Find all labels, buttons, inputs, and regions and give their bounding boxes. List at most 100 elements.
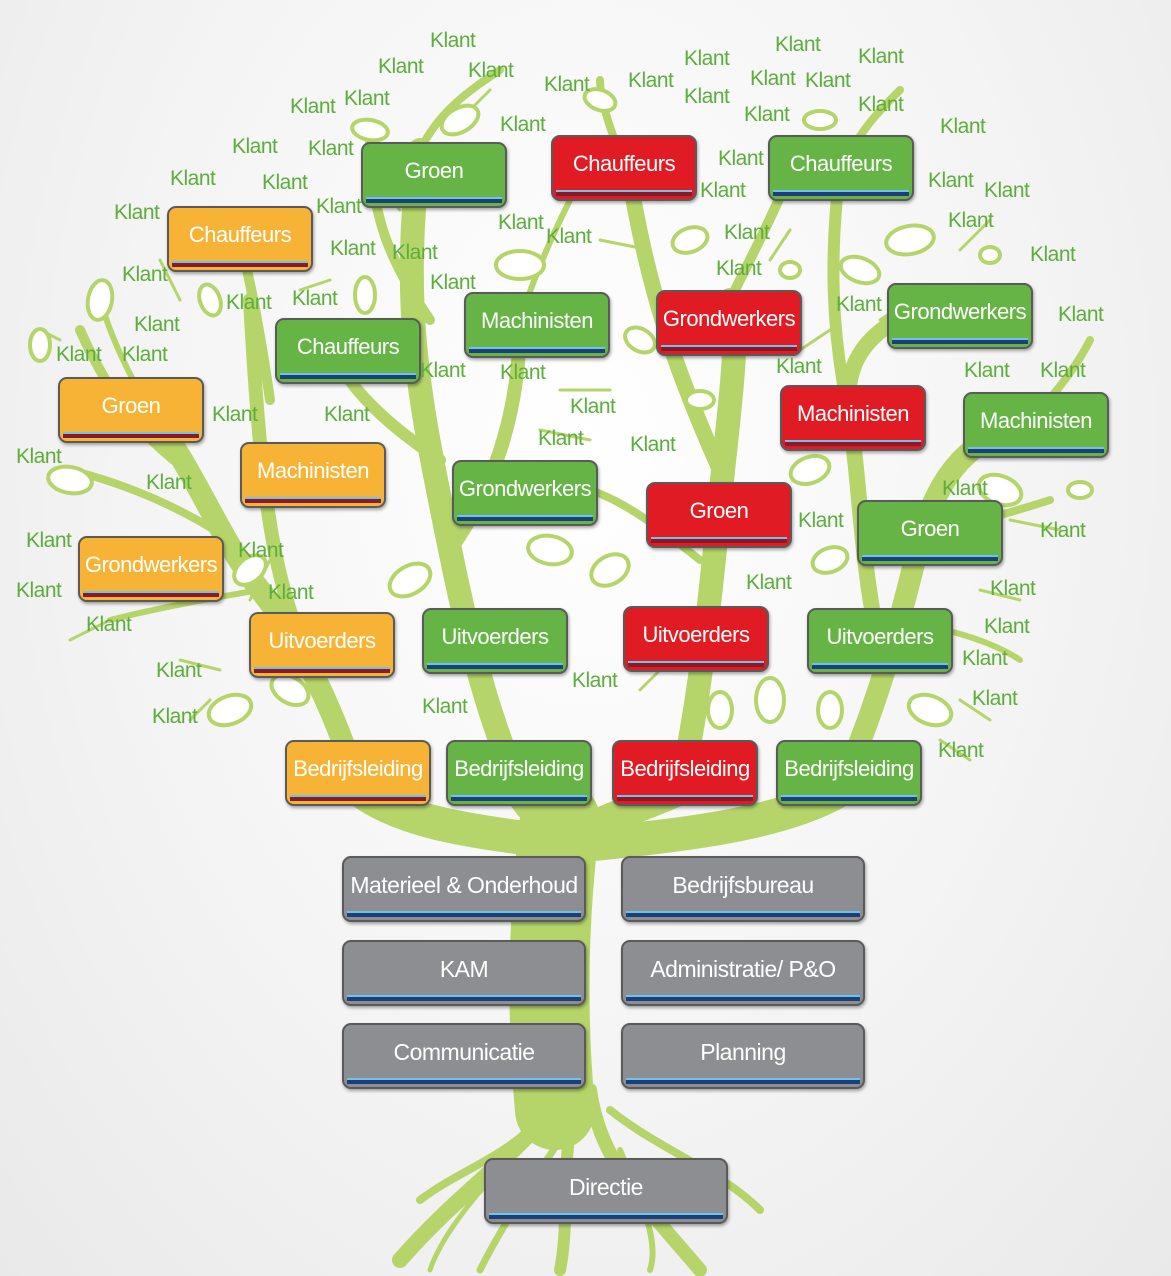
unit-label: Uitvoerders (642, 622, 750, 647)
customer-label: Klant (316, 195, 362, 218)
customer-label: Klant (964, 359, 1010, 382)
customer-label: Klant (232, 135, 278, 158)
unit-label: Grondwerkers (893, 299, 1027, 324)
unit-label: Bedrijfsleiding (293, 756, 423, 781)
green-left-machinisten-box: Machinisten (464, 292, 610, 358)
customer-label: Klant (538, 427, 584, 450)
unit-label: Chauffeurs (789, 151, 893, 176)
unit-label: Grondwerkers (662, 306, 796, 331)
customer-label: Klant (292, 287, 338, 310)
customer-label: Klant (948, 209, 994, 232)
unit-label: Machinisten (257, 458, 369, 483)
unit-label: Groen (101, 393, 161, 418)
unit-label: Chauffeurs (188, 222, 292, 247)
support-unit-label: Communicatie (393, 1038, 536, 1065)
customer-label: Klant (718, 147, 764, 170)
customer-label: Klant (422, 695, 468, 718)
customer-label: Klant (152, 705, 198, 728)
unit-label: Machinisten (980, 408, 1092, 433)
unit-label: Bedrijfsleiding (454, 756, 584, 781)
customer-label: Klant (122, 343, 168, 366)
support-unit-administratie: Administratie/ P&O (621, 940, 865, 1006)
green-left-chauffeurs-box: Chauffeurs (275, 318, 421, 384)
green-right-chauffeurs-box: Chauffeurs (768, 135, 914, 201)
customer-label: Klant (962, 647, 1008, 670)
green-right-groen-box: Groen (857, 500, 1003, 566)
customer-label: Klant (836, 293, 882, 316)
customer-label: Klant (746, 571, 792, 594)
orange-bedrijfsleiding-box: Bedrijfsleiding (285, 740, 431, 806)
red-uitvoerders-box: Uitvoerders (623, 606, 769, 672)
orange-uitvoerders-box: Uitvoerders (249, 612, 395, 678)
green-left-uitvoerders-box: Uitvoerders (422, 608, 568, 674)
green-left-grondwerkers-box: Grondwerkers (452, 460, 598, 526)
unit-label: Groen (689, 498, 749, 523)
orange-groen-box: Groen (58, 377, 204, 443)
customer-label: Klant (134, 313, 180, 336)
customer-label: Klant (1040, 359, 1086, 382)
customer-label: Klant (86, 613, 132, 636)
customer-label: Klant (805, 69, 851, 92)
customer-label: Klant (744, 103, 790, 126)
orange-machinisten-box: Machinisten (240, 442, 386, 508)
customer-label: Klant (500, 361, 546, 384)
customer-label: Klant (984, 615, 1030, 638)
customer-label: Klant (308, 137, 354, 160)
customer-label: Klant (146, 471, 192, 494)
customer-label: Klant (1030, 243, 1076, 266)
customer-label: Klant (1058, 303, 1104, 326)
orange-chauffeurs-box: Chauffeurs (167, 206, 313, 272)
green-right-bedrijfsleiding-box: Bedrijfsleiding (776, 740, 922, 806)
customer-label: Klant (775, 33, 821, 56)
red-bedrijfsleiding-box: Bedrijfsleiding (612, 740, 758, 806)
unit-label: Bedrijfsleiding (620, 756, 750, 781)
customer-label: Klant (122, 263, 168, 286)
support-unit-label: KAM (439, 955, 489, 982)
customer-label: Klant (378, 55, 424, 78)
customer-label: Klant (700, 179, 746, 202)
customer-label: Klant (156, 659, 202, 682)
customer-label: Klant (570, 395, 616, 418)
customer-label: Klant (500, 113, 546, 136)
unit-label: Grondwerkers (458, 476, 592, 501)
customer-label: Klant (572, 669, 618, 692)
customer-label: Klant (330, 237, 376, 260)
red-machinisten-box: Machinisten (780, 385, 926, 451)
red-grondwerkers-box: Grondwerkers (656, 290, 802, 356)
customer-label: Klant (928, 169, 974, 192)
unit-label: Machinisten (797, 401, 909, 426)
customer-label: Klant (628, 69, 674, 92)
customer-label: Klant (212, 403, 258, 426)
unit-label: Uitvoerders (826, 624, 934, 649)
customer-label: Klant (226, 291, 272, 314)
customer-label: Klant (858, 93, 904, 116)
green-right-machinisten-box: Machinisten (963, 392, 1109, 458)
customer-label: Klant (990, 577, 1036, 600)
customer-label: Klant (546, 225, 592, 248)
customer-label: Klant (26, 529, 72, 552)
customer-label: Klant (724, 221, 770, 244)
support-unit-label: Administratie/ P&O (650, 955, 836, 982)
support-unit-label: Planning (700, 1038, 786, 1065)
customer-label: Klant (750, 67, 796, 90)
support-unit-kam: KAM (342, 940, 586, 1006)
red-groen-box: Groen (646, 482, 792, 548)
customer-label: Klant (324, 403, 370, 426)
support-unit-label: Materieel & Onderhoud (350, 871, 578, 898)
unit-label: Groen (404, 158, 464, 183)
red-chauffeurs-box: Chauffeurs (551, 135, 697, 201)
customer-label: Klant (630, 433, 676, 456)
support-unit-materieel-onderhoud: Materieel & Onderhoud (342, 856, 586, 922)
support-unit-planning: Planning (621, 1023, 865, 1089)
customer-label: Klant (16, 445, 62, 468)
customer-label: Klant (984, 179, 1030, 202)
customer-label: Klant (942, 477, 988, 500)
unit-label: Machinisten (481, 308, 593, 333)
customer-label: Klant (468, 59, 514, 82)
customer-label: Klant (238, 539, 284, 562)
customer-label: Klant (420, 359, 466, 382)
customer-label: Klant (268, 581, 314, 604)
customer-label: Klant (544, 73, 590, 96)
customer-label: Klant (56, 343, 102, 366)
